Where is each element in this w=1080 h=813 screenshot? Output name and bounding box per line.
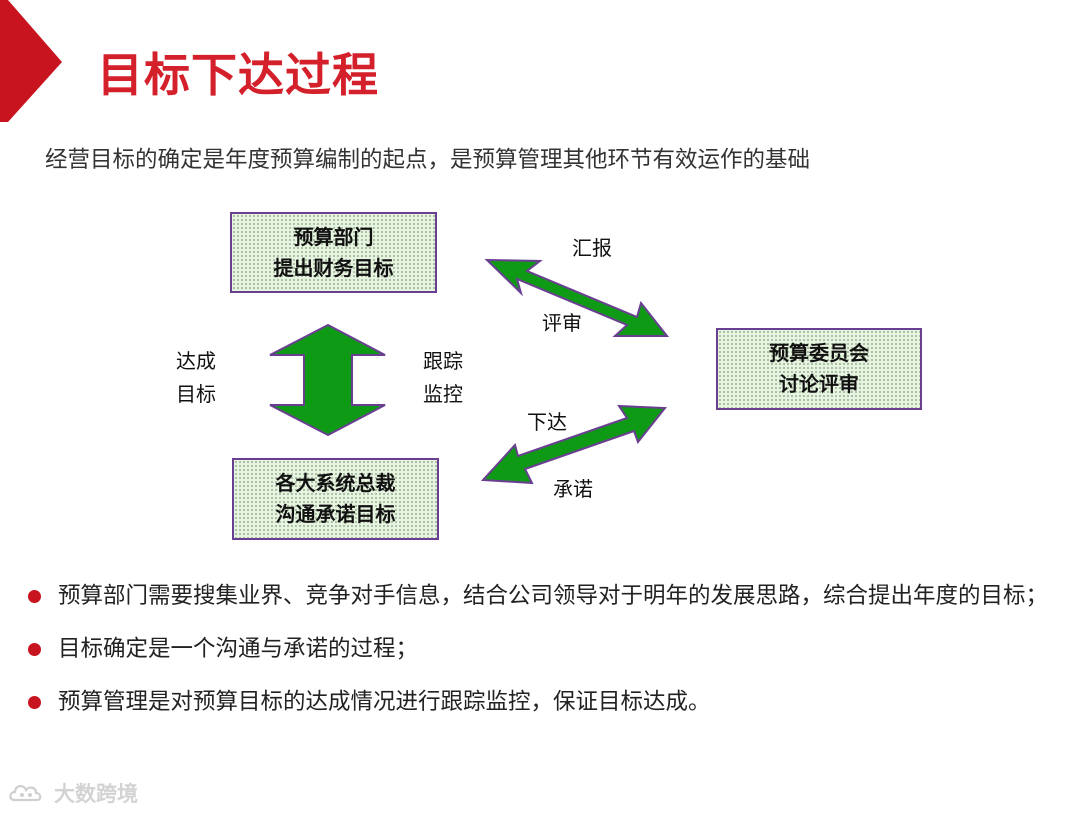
- bullet-item: 预算部门需要搜集业界、竞争对手信息，结合公司领导对于明年的发展思路，综合提出年度…: [28, 578, 1058, 615]
- bullet-text: 预算部门需要搜集业界、竞争对手信息，结合公司领导对于明年的发展思路，综合提出年度…: [58, 583, 1049, 609]
- lower-diagonal-arrow: [480, 404, 668, 485]
- upper-diagonal-arrow: [484, 258, 670, 337]
- label-commit: 承诺: [553, 477, 593, 501]
- node-budget-committee-line2: 讨论评审: [779, 372, 859, 396]
- node-budget-department: 预算部门 提出财务目标: [230, 212, 437, 293]
- node-system-heads: 各大系统总裁 沟通承诺目标: [232, 458, 439, 540]
- watermark: 大数跨境: [8, 778, 138, 808]
- page-subtitle: 经营目标的确定是年度预算编制的起点，是预算管理其他环节有效运作的基础: [45, 147, 811, 173]
- label-achieve-line1: 达成: [176, 349, 216, 373]
- node-budget-department-line2: 提出财务目标: [273, 255, 394, 280]
- watermark-text: 大数跨境: [54, 782, 138, 806]
- label-achieve-line2: 目标: [176, 382, 216, 406]
- label-track-line1: 跟踪: [423, 349, 463, 373]
- corner-tab-decoration: [0, 0, 62, 122]
- node-budget-committee: 预算委员会 讨论评审: [716, 328, 922, 410]
- label-assign: 下达: [527, 410, 567, 434]
- label-track-line2: 监控: [423, 382, 463, 406]
- node-system-heads-line1: 各大系统总裁: [275, 471, 396, 495]
- bullet-item: 预算管理是对预算目标的达成情况进行跟踪监控，保证目标达成。: [28, 684, 1058, 721]
- cloud-logo-icon: [9, 785, 42, 802]
- bullet-text: 预算管理是对预算目标的达成情况进行跟踪监控，保证目标达成。: [58, 689, 711, 715]
- bullet-dot-icon: [28, 643, 41, 656]
- label-review: 评审: [542, 311, 582, 335]
- node-system-heads-line2: 沟通承诺目标: [275, 502, 396, 526]
- vertical-double-arrow: [269, 323, 386, 437]
- node-budget-committee-line1: 预算委员会: [769, 341, 869, 365]
- bullet-list: 预算部门需要搜集业界、竞争对手信息，结合公司领导对于明年的发展思路，综合提出年度…: [28, 578, 1058, 737]
- bullet-dot-icon: [28, 590, 41, 603]
- bullet-dot-icon: [28, 696, 41, 709]
- page-title: 目标下达过程: [97, 48, 379, 102]
- bullet-item: 目标确定是一个沟通与承诺的过程；: [28, 631, 1058, 668]
- node-budget-department-line1: 预算部门: [293, 224, 374, 249]
- label-report: 汇报: [572, 236, 612, 260]
- bullet-text: 目标确定是一个沟通与承诺的过程；: [58, 636, 419, 662]
